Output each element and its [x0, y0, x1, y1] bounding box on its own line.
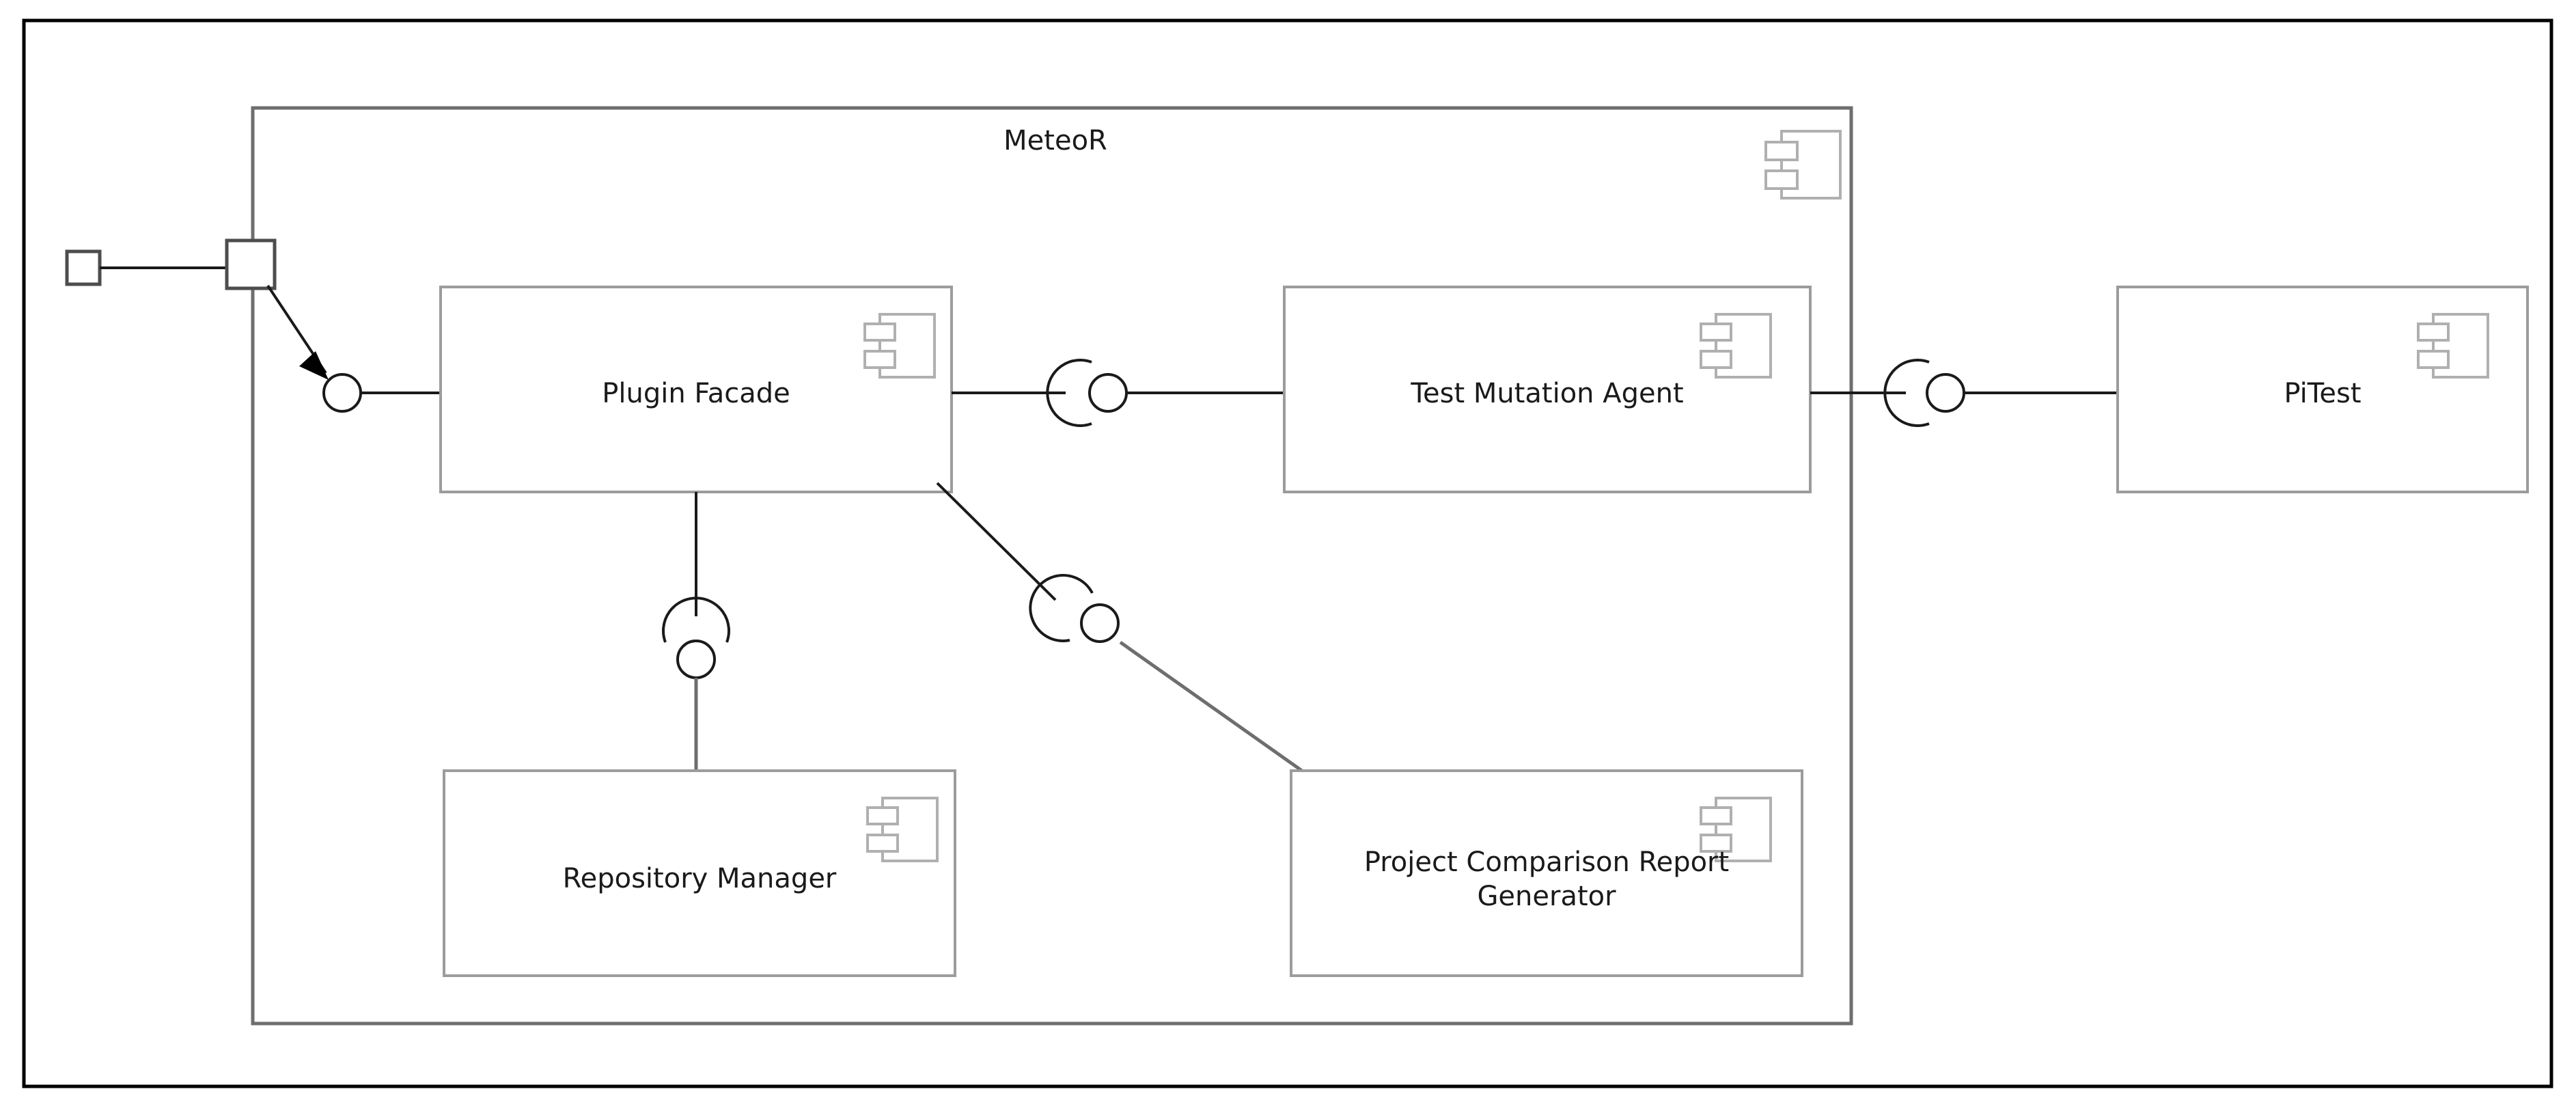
component-label: Repository Manager: [563, 863, 837, 894]
connector-plugin-facade-to-report-generator: [936, 482, 1313, 780]
package-title-meteor: MeteoR: [1003, 125, 1107, 156]
interface-socket[interactable]: [1029, 573, 1094, 642]
diagram-outer-border: [22, 18, 2553, 1088]
component-label: Plugin Facade: [602, 378, 790, 409]
component-test-mutation-agent[interactable]: Test Mutation Agent: [1283, 286, 1812, 493]
connector-test-mutation-agent-to-pitest: [1810, 359, 2118, 427]
interface-socket[interactable]: [1046, 359, 1092, 427]
connector-plugin-facade-to-test-mutation-agent: [952, 359, 1284, 427]
interface-ball-plugin-facade-in[interactable]: [322, 373, 362, 413]
interface-ball[interactable]: [1088, 373, 1128, 413]
component-icon: [863, 313, 936, 379]
component-plugin-facade[interactable]: Plugin Facade: [439, 286, 953, 493]
component-icon: [866, 797, 939, 862]
component-icon: [2417, 313, 2489, 379]
port-external[interactable]: [65, 249, 102, 286]
connector-plugin-facade-to-repository-manager: [662, 492, 730, 779]
component-icon: [1700, 797, 1772, 862]
component-label-line2: Generator: [1477, 881, 1616, 912]
port-package-boundary[interactable]: [225, 238, 277, 290]
interface-socket[interactable]: [662, 596, 730, 643]
component-label-line1: Project Comparison Report: [1364, 847, 1729, 878]
interface-ball[interactable]: [1926, 373, 1965, 413]
interface-ball[interactable]: [676, 640, 716, 679]
component-label: Test Mutation Agent: [1410, 378, 1683, 409]
connector-dependency-arrow: [266, 284, 329, 380]
component-label: PiTest: [2284, 378, 2361, 409]
component-icon: [1700, 313, 1772, 379]
interface-ball[interactable]: [1080, 603, 1120, 643]
interface-socket[interactable]: [1883, 359, 1930, 427]
component-icon: [1764, 130, 1842, 200]
component-repository-manager[interactable]: Repository Manager: [443, 769, 956, 977]
component-pitest[interactable]: PiTest: [2116, 286, 2529, 493]
component-project-comparison-report-generator[interactable]: Project Comparison Report Generator: [1290, 769, 1803, 977]
